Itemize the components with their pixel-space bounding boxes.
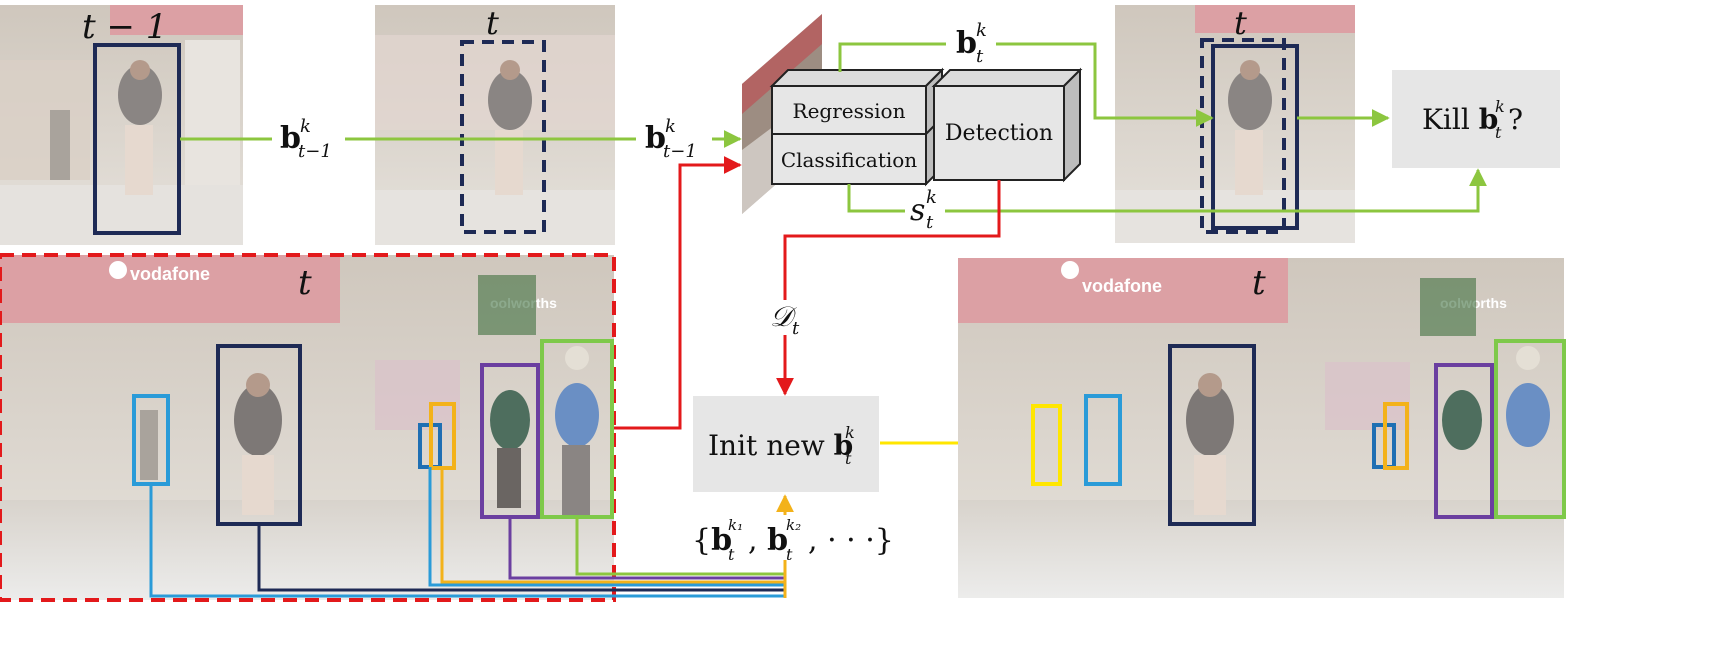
label-prev-box: b k t−1 [280, 116, 332, 162]
svg-text:t: t [792, 318, 800, 339]
frame-prev-label: t − 1 [82, 7, 167, 47]
regressed-box [1211, 44, 1299, 230]
detection-label: Detection [945, 121, 1053, 146]
frame-prev: t − 1 [0, 5, 243, 245]
init-label: Init new b [708, 429, 853, 462]
label-regressed: b k t [956, 20, 987, 67]
svg-text:?: ? [1508, 103, 1523, 136]
new-track-box-yellow [1031, 404, 1062, 486]
classification-label: Classification [781, 148, 917, 172]
svg-text:t: t [298, 263, 312, 303]
regression-label: Regression [793, 99, 906, 123]
svg-text:vodafone: vodafone [1082, 276, 1162, 296]
svg-text:{b: {b [692, 523, 732, 558]
classification-head [771, 133, 927, 185]
svg-text:k: k [300, 116, 311, 137]
proposal-box-overlay [1200, 38, 1286, 234]
label-detections: 𝒟 t [770, 300, 800, 339]
svg-text:k₁: k₁ [728, 516, 743, 534]
svg-text:k: k [1495, 97, 1505, 116]
init-decision: Init new b k t [693, 396, 879, 492]
svg-text:t−1: t−1 [298, 141, 332, 162]
track-box-navy [1168, 344, 1256, 526]
svg-text:t−1: t−1 [663, 141, 697, 162]
svg-text:b: b [956, 26, 977, 61]
kill-decision: Kill b k t ? [1392, 70, 1560, 168]
network: Regression Classification Detection [742, 14, 1083, 214]
kill-label: Kill b [1422, 103, 1498, 136]
svg-text:t: t [1252, 263, 1266, 303]
label-candidate-set: {b k₁ t , b k₂ t , · · ·} [692, 516, 894, 564]
svg-text:k₂: k₂ [786, 516, 801, 534]
svg-text:k: k [976, 20, 987, 41]
frame-current: t [375, 4, 615, 245]
proposal-box [460, 40, 546, 234]
svg-text:b: b [645, 121, 666, 156]
svg-text:t: t [976, 46, 984, 67]
svg-text:t: t [926, 212, 934, 233]
label-proposal: b k t−1 [645, 116, 697, 162]
regression-head [771, 85, 927, 135]
scene-dashed-border [0, 253, 616, 602]
svg-text:t: t [1495, 123, 1502, 142]
detection-lines [149, 467, 794, 598]
frame-regressed: t [1115, 4, 1355, 243]
track-box-blue [1084, 394, 1122, 486]
frame-regressed-label: t [1234, 4, 1247, 42]
frame-output: vodafone oolworths t [958, 258, 1566, 598]
svg-text:s: s [910, 193, 925, 228]
green-flow [180, 42, 1487, 213]
track-box-prev [93, 43, 181, 235]
svg-text:k: k [845, 423, 855, 442]
svg-text:t: t [845, 449, 852, 468]
red-flow [614, 156, 1001, 430]
track-box-green [1494, 339, 1566, 519]
detection-head [933, 85, 1065, 181]
svg-text:t: t [728, 545, 735, 564]
track-box-gold [1383, 402, 1409, 470]
svg-text:, · · ·}: , · · ·} [808, 523, 894, 558]
label-score: s k t [910, 187, 937, 233]
svg-text:, b: , b [748, 523, 788, 558]
svg-text:b: b [280, 121, 301, 156]
frame-current-label: t [486, 4, 499, 42]
svg-text:vodafone: vodafone [130, 264, 210, 284]
svg-text:k: k [926, 187, 937, 208]
svg-text:t: t [786, 545, 793, 564]
track-box-purple [1434, 363, 1494, 519]
frame-scene: vodafone oolworths t [0, 253, 616, 602]
svg-text:k: k [665, 116, 676, 137]
